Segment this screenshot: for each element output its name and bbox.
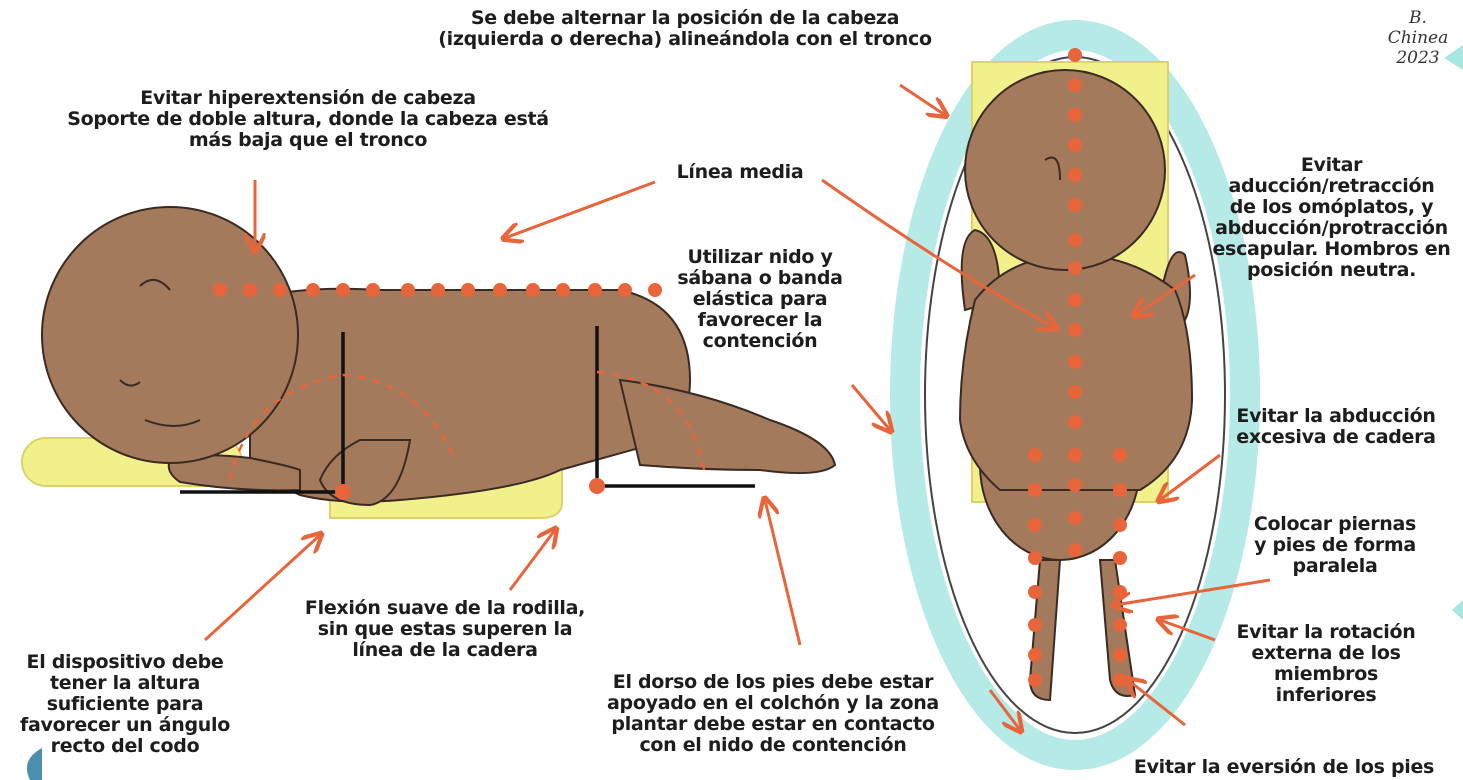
author-signature: B. Chinea 2023 xyxy=(1386,8,1450,68)
label-device-height: El dispositivo debe tener la altura sufi… xyxy=(0,652,250,757)
label-feet-dorsum: El dorso de los pies debe estar apoyado … xyxy=(578,672,968,756)
label-nest: Utilizar nido y sábana o banda elástica … xyxy=(670,247,850,352)
corner-decoration xyxy=(1452,600,1463,620)
label-external-rotation: Evitar la rotación externa de los miembr… xyxy=(1216,622,1436,706)
label-shoulders: Evitar aducción/retracción de los omópla… xyxy=(1200,155,1463,281)
label-knee-flexion: Flexión suave de la rodilla, sin que est… xyxy=(280,598,610,661)
label-head-position: Se debe alternar la posición de la cabez… xyxy=(400,8,970,50)
label-legs-parallel: Colocar piernas y pies de forma paralela xyxy=(1230,514,1440,577)
label-midline: Línea media xyxy=(660,162,820,183)
label-hyperextension: Evitar hiperextensión de cabeza Soporte … xyxy=(58,88,558,151)
label-hip-abduction: Evitar la abducción excesiva de cadera xyxy=(1218,406,1454,448)
label-feet-eversion: Evitar la eversión de los pies xyxy=(1105,757,1463,778)
